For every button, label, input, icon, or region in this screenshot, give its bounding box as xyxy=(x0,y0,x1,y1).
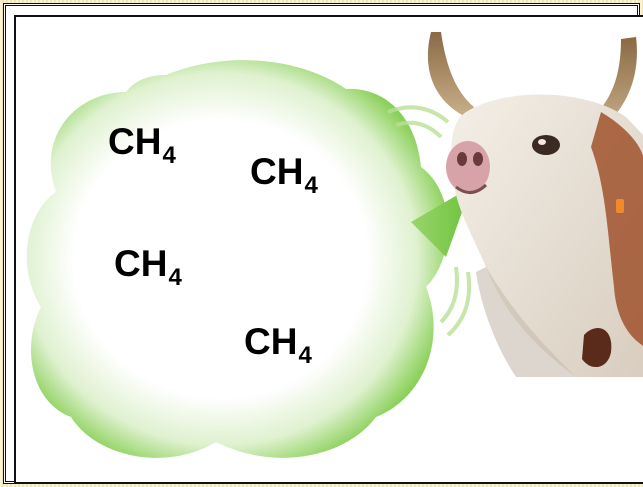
sound-waves xyxy=(387,105,472,337)
methane-cloud xyxy=(26,60,471,458)
scene-illustration xyxy=(26,32,643,458)
methane-label-3: CH4 xyxy=(114,243,182,291)
cow-head xyxy=(427,32,643,377)
methane-label-4: CH4 xyxy=(244,321,312,369)
methane-label-1: CH4 xyxy=(108,121,176,169)
slide-canvas: CH4 CH4 CH4 CH4 xyxy=(14,15,643,484)
methane-label-2: CH4 xyxy=(250,151,318,199)
